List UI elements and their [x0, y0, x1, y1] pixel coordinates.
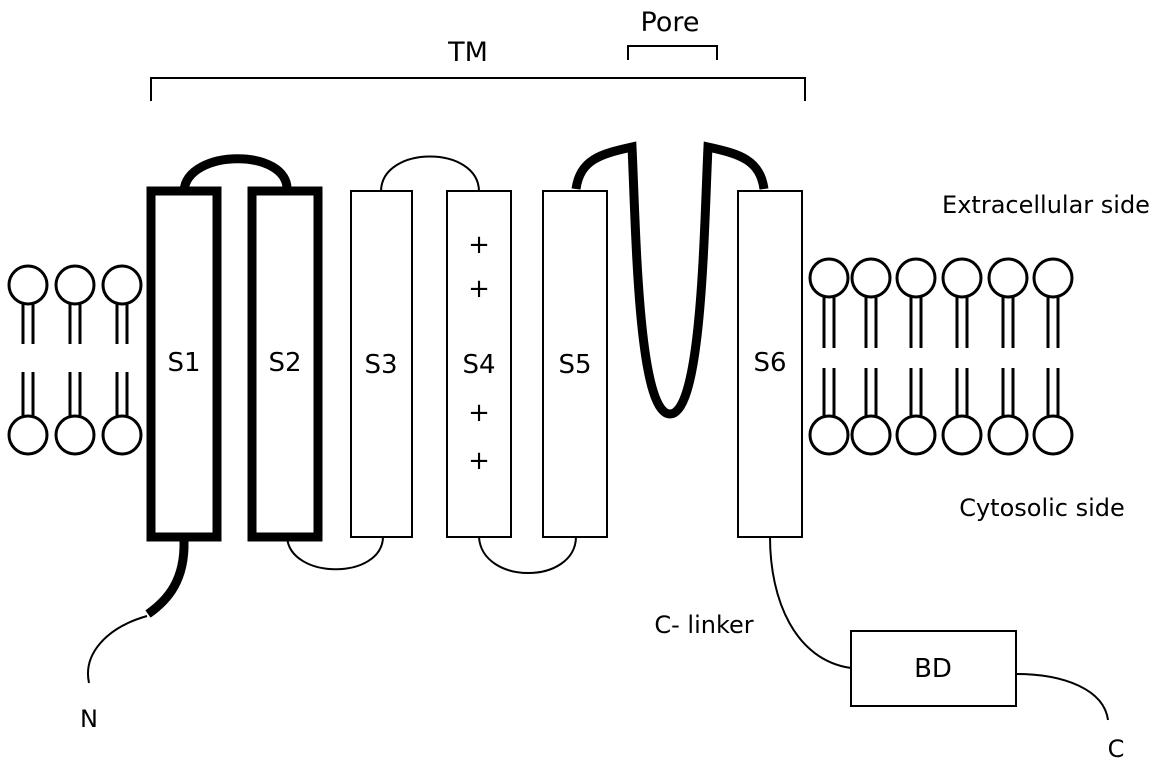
loop-s2-s3: [287, 537, 383, 569]
loop-s4-s5: [479, 537, 576, 573]
segment-s5-label: S5: [558, 350, 591, 380]
loop-s3-s4: [381, 157, 479, 192]
segment-s1-label: S1: [167, 348, 200, 378]
c-linker-tail: [770, 537, 851, 668]
c-terminal-tail: [1016, 674, 1108, 720]
tm-label: TM: [447, 37, 488, 68]
lipid-molecule: [810, 259, 848, 454]
extracellular-side-label: Extracellular side: [942, 191, 1150, 219]
lipid-molecule: [56, 266, 94, 454]
lipid-molecule: [103, 266, 141, 454]
lipid-bilayer-left: [9, 266, 141, 454]
segment-s5: S5: [543, 191, 607, 537]
segment-s2-label: S2: [268, 348, 301, 378]
cytosolic-side-label: Cytosolic side: [959, 494, 1125, 522]
tm-bracket: [151, 78, 805, 101]
c-terminus-label: C: [1108, 735, 1125, 763]
segment-s1: S1: [151, 191, 217, 537]
c-linker-label: C- linker: [654, 611, 753, 639]
segment-s3-label: S3: [364, 350, 397, 380]
binding-domain-label: BD: [914, 654, 952, 684]
positive-charge: +: [468, 398, 490, 428]
binding-domain: BD: [851, 631, 1016, 706]
positive-charge: +: [468, 230, 490, 260]
lipid-bilayer-right: [810, 259, 1072, 454]
n-terminal-bold-segment: [148, 541, 184, 614]
lipid-molecule: [9, 266, 47, 454]
lipid-molecule: [943, 259, 981, 454]
positive-charge: +: [468, 446, 490, 476]
lipid-molecule: [1034, 259, 1072, 454]
pore-bracket: [628, 46, 717, 60]
lipid-molecule: [852, 259, 890, 454]
segment-s6: S6: [738, 191, 802, 537]
n-terminus-label: N: [80, 705, 98, 733]
lipid-molecule: [897, 259, 935, 454]
segment-s4-label: S4: [462, 350, 495, 380]
pore-label: Pore: [641, 7, 700, 38]
segment-s4: S4 + + + +: [447, 191, 511, 537]
segment-s6-label: S6: [753, 348, 786, 378]
lipid-molecule: [989, 259, 1027, 454]
segment-s3: S3: [351, 191, 412, 537]
n-terminal-tail: [88, 616, 147, 683]
segment-s2: S2: [252, 191, 318, 537]
positive-charge: +: [468, 274, 490, 304]
loop-s1-s2: [184, 159, 287, 191]
